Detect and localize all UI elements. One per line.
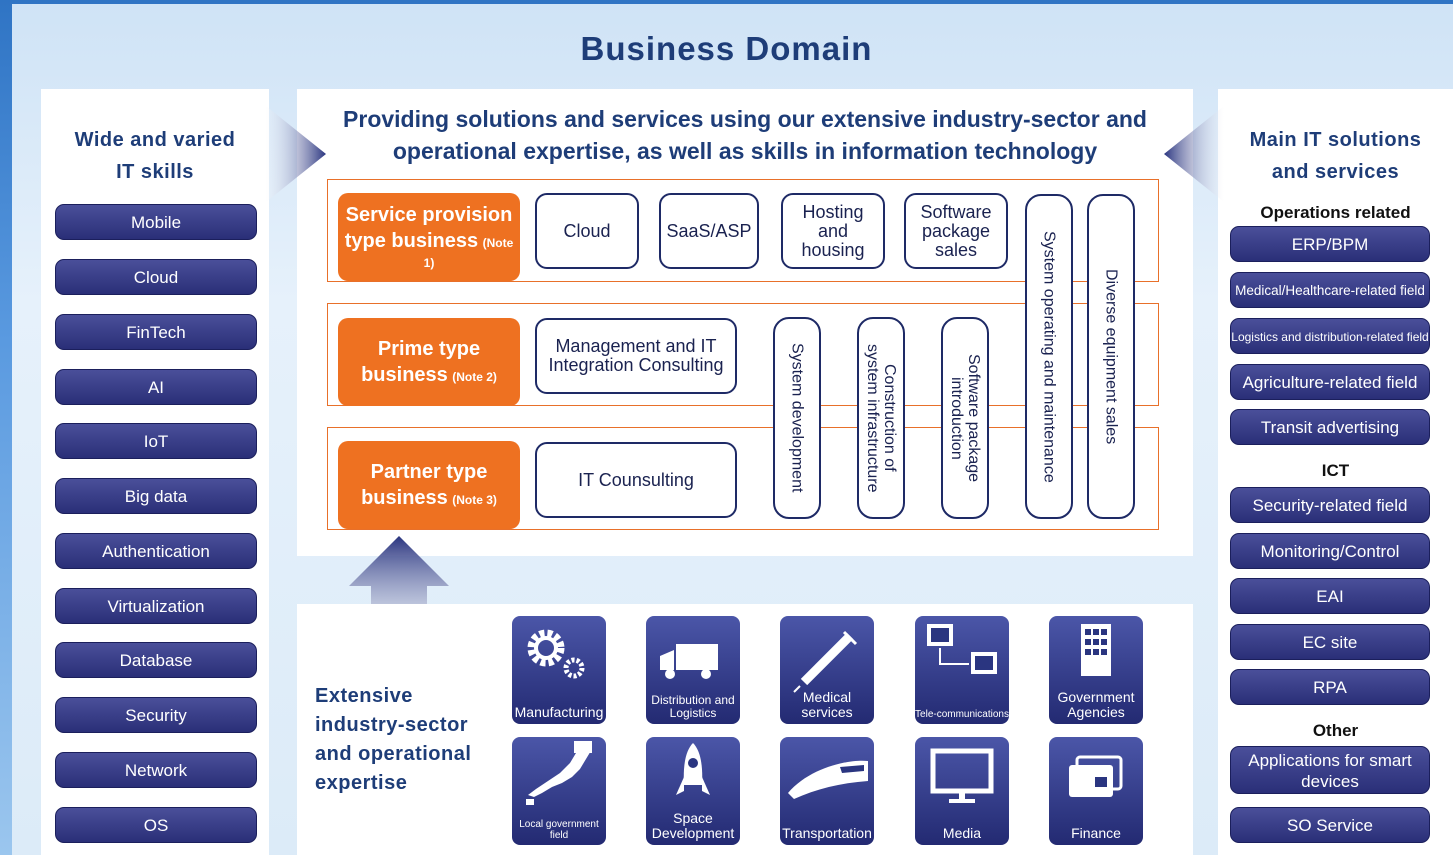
solution-rpa: RPA xyxy=(1230,669,1430,705)
skill-ai: AI xyxy=(55,369,257,405)
industry-tile-government: Government Agencies xyxy=(1049,616,1143,724)
truck-icon xyxy=(660,644,718,679)
skill-network: Network xyxy=(55,752,257,788)
other-label: Other xyxy=(1312,721,1359,740)
industry-tile-local-government: Local government field xyxy=(512,737,606,845)
skill-database: Database xyxy=(55,642,257,678)
service-system-development: System development xyxy=(773,317,821,519)
solution-monitoring-control: Monitoring/Control xyxy=(1230,533,1430,569)
service-it-consulting: IT Counsulting xyxy=(535,442,737,518)
skill-iot: IoT xyxy=(55,423,257,459)
solution-logistics-distribution: Logistics and distribution-related field xyxy=(1230,318,1430,354)
skill-big-data: Big data xyxy=(55,478,257,514)
rocket-icon xyxy=(676,743,710,795)
industry-tile-manufacturing: Manufacturing xyxy=(512,616,606,724)
solution-ec-site: EC site xyxy=(1230,624,1430,660)
industry-tile-telecom: Tele-communications xyxy=(915,616,1009,724)
cards-icon xyxy=(1069,755,1123,797)
industry-tile-distribution: Distribution and Logistics xyxy=(646,616,740,724)
industry-panel: Extensive industry-sector and operationa… xyxy=(297,604,1193,855)
business-types-heading: Providing solutions and services using o… xyxy=(343,106,1147,164)
solution-smart-device-apps: Applications for smart devices xyxy=(1230,746,1430,794)
gears-icon xyxy=(527,629,585,679)
ict-label: ICT xyxy=(1321,461,1350,480)
skill-fintech: FinTech xyxy=(55,314,257,350)
syringe-icon xyxy=(793,630,858,693)
it-skills-panel: Wide and varied IT skills Mobile Cloud F… xyxy=(41,89,269,855)
industry-tile-transportation: Transportation xyxy=(780,737,874,845)
solution-eai: EAI xyxy=(1230,578,1430,614)
solution-medical-healthcare: Medical/Healthcare-related field xyxy=(1230,272,1430,308)
industry-tile-medical: Medical services xyxy=(780,616,874,724)
partner-type-label: Partner type business (Note 3) xyxy=(338,441,520,529)
solution-erp-bpm: ERP/BPM xyxy=(1230,226,1430,262)
prime-type-label: Prime type business (Note 2) xyxy=(338,318,520,406)
skill-authentication: Authentication xyxy=(55,533,257,569)
service-diverse-equipment-sales: Diverse equipment sales xyxy=(1087,194,1135,519)
industry-tile-finance: Finance xyxy=(1049,737,1143,845)
building-icon xyxy=(1081,624,1111,676)
page-title: Business Domain xyxy=(580,30,873,67)
it-solutions-heading: Main IT solutions and services xyxy=(1249,129,1422,183)
skill-mobile: Mobile xyxy=(55,204,257,240)
service-cloud: Cloud xyxy=(535,193,639,269)
operations-related-label: Operations related xyxy=(1260,203,1411,222)
solution-security-related: Security-related field xyxy=(1230,487,1430,523)
service-hosting-housing: Hosting and housing xyxy=(781,193,885,269)
right-arrow-icon xyxy=(1164,106,1224,202)
service-system-operating-maintenance: System operating and maintenance xyxy=(1025,194,1073,519)
service-software-package-introduction: Software package introduction xyxy=(941,317,989,519)
service-software-package-sales: Software package sales xyxy=(904,193,1008,269)
industry-tile-space: Space Development xyxy=(646,737,740,845)
skill-cloud: Cloud xyxy=(55,259,257,295)
skill-virtualization: Virtualization xyxy=(55,588,257,624)
service-provision-label: Service provision type business (Note 1) xyxy=(338,193,520,281)
it-skills-heading: Wide and varied IT skills xyxy=(74,129,236,183)
industry-tile-media: Media xyxy=(915,737,1009,845)
skill-security: Security xyxy=(55,697,257,733)
solution-transit-advertising: Transit advertising xyxy=(1230,409,1430,445)
it-solutions-panel: Main IT solutions and services Operation… xyxy=(1218,89,1453,855)
monitor-icon xyxy=(930,748,994,803)
japan-map-icon xyxy=(526,741,592,805)
industry-heading: Extensive industry-sector and operationa… xyxy=(315,685,472,794)
solution-so-service: SO Service xyxy=(1230,807,1430,843)
service-construction-infrastructure: Construction of system infrastructure xyxy=(857,317,905,519)
bullet-train-icon xyxy=(788,760,868,799)
service-management-it-consulting: Management and IT Integration Consulting xyxy=(535,318,737,394)
service-saas-asp: SaaS/ASP xyxy=(659,193,759,269)
business-types-panel: Providing solutions and services using o… xyxy=(297,89,1193,556)
solution-agriculture: Agriculture-related field xyxy=(1230,364,1430,400)
left-arrow-icon xyxy=(266,106,326,202)
skill-os: OS xyxy=(55,807,257,843)
computers-icon xyxy=(927,624,997,674)
